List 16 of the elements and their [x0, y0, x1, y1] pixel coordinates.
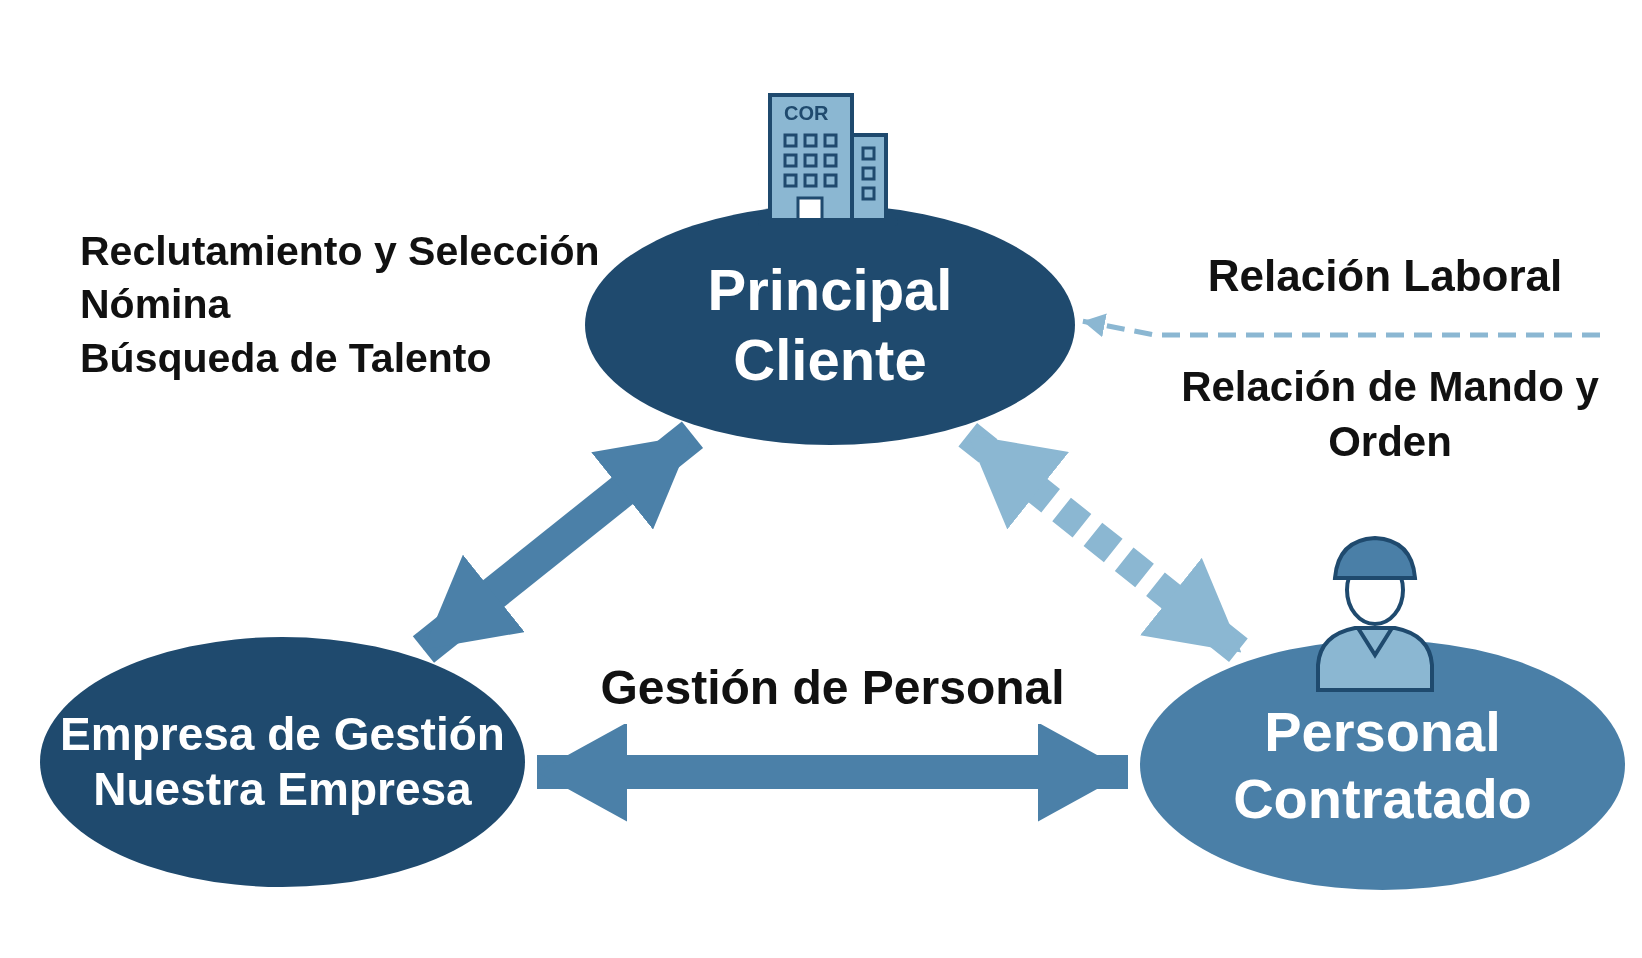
double-arrow	[412, 421, 704, 663]
service-text: Nómina	[80, 280, 232, 330]
node-text: Relación Laboral	[1207, 250, 1563, 302]
node-text: Contratado	[1233, 766, 1532, 832]
node-text: Nuestra Empresa	[93, 762, 472, 817]
note-text: Relación de Mando y Orden	[1180, 362, 1600, 467]
service-text: Búsqueda de Talento	[80, 333, 493, 383]
service-text: Reclutamiento y Selección	[80, 227, 600, 276]
node-text: Empresa de Gestión	[60, 706, 505, 762]
node-text: Cliente	[733, 326, 927, 394]
node-text: Principal	[707, 256, 953, 325]
double-arrow	[537, 722, 1128, 822]
leader-line	[1082, 313, 1600, 338]
double-arrow	[958, 422, 1251, 665]
node-text: Personal	[1264, 698, 1501, 765]
icon-text: COR	[784, 103, 829, 123]
